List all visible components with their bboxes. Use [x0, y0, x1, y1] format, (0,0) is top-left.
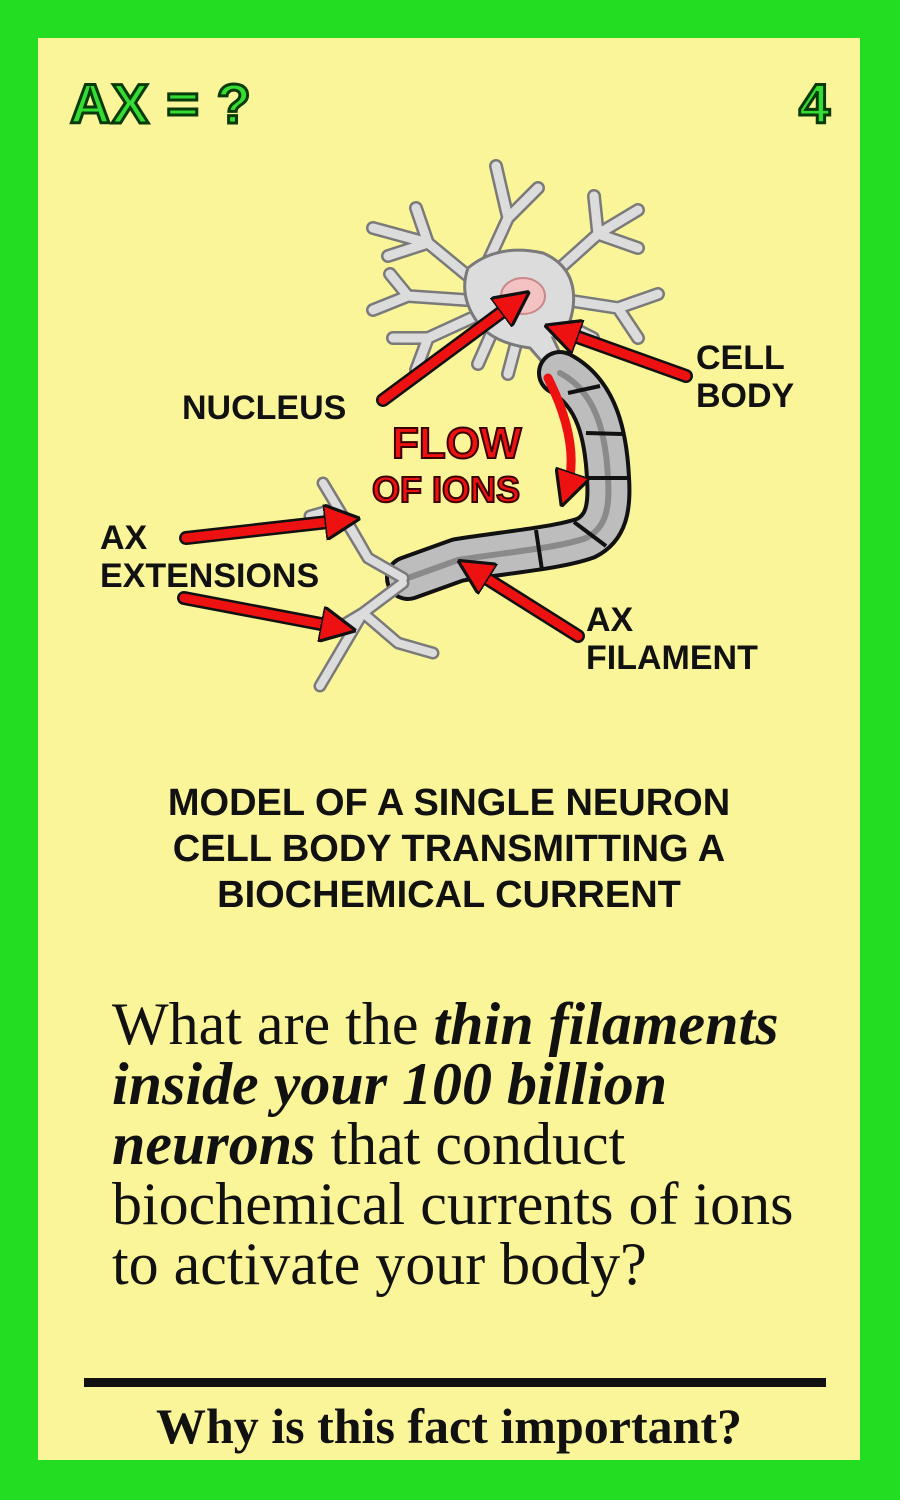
- ax-extension-arrow-upper: [181, 520, 346, 543]
- question-part2: that conduct biochemical currents of ion…: [112, 1111, 794, 1297]
- question-text: What are the thin filaments inside your …: [112, 994, 832, 1294]
- pointer-arrows: [177, 300, 693, 641]
- axon: [385, 350, 632, 601]
- cell-body-label-line2: BODY: [696, 377, 795, 415]
- card-number: 4: [797, 72, 831, 135]
- myelin-nodes: [534, 384, 628, 571]
- ax-extensions-label-line1: AX: [100, 519, 148, 557]
- caption-line2: CELL BODY TRANSMITTING A: [172, 828, 726, 870]
- nucleus-arrow: [378, 300, 518, 405]
- ax-filament-label-line2: FILAMENT: [586, 639, 758, 677]
- cell-body-label-line1: CELL: [696, 339, 785, 377]
- diagram-caption: MODEL OF A SINGLE NEURON CELL BODY TRANS…: [38, 780, 860, 918]
- question-part1: What are the: [112, 991, 434, 1057]
- neuron-diagram: [177, 159, 693, 693]
- ax-extension-arrow-lower: [179, 593, 342, 628]
- question-emphasis: thin filaments inside your 100 billion n…: [112, 991, 779, 1177]
- flow-label-line1: FLOW: [391, 419, 523, 468]
- nucleus-label: NUCLEUS: [182, 389, 347, 427]
- fact-card: AX = ? 4: [38, 38, 860, 1460]
- ax-filament-label-line1: AX: [586, 601, 634, 639]
- flow-arrow: [543, 373, 571, 493]
- caption-line3: BIOCHEMICAL CURRENT: [217, 874, 681, 916]
- flow-label-line2: OF IONS: [371, 469, 521, 510]
- ax-extensions-label-line2: EXTENSIONS: [100, 557, 320, 595]
- caption-line1: MODEL OF A SINGLE NEURON: [167, 782, 731, 824]
- ax-filament-arrow: [470, 568, 583, 641]
- card-title: AX = ?: [69, 72, 253, 135]
- cell-body-arrow: [558, 330, 691, 381]
- footer-prompt: Why is this fact important?: [155, 1398, 743, 1454]
- divider-rule: [84, 1378, 826, 1387]
